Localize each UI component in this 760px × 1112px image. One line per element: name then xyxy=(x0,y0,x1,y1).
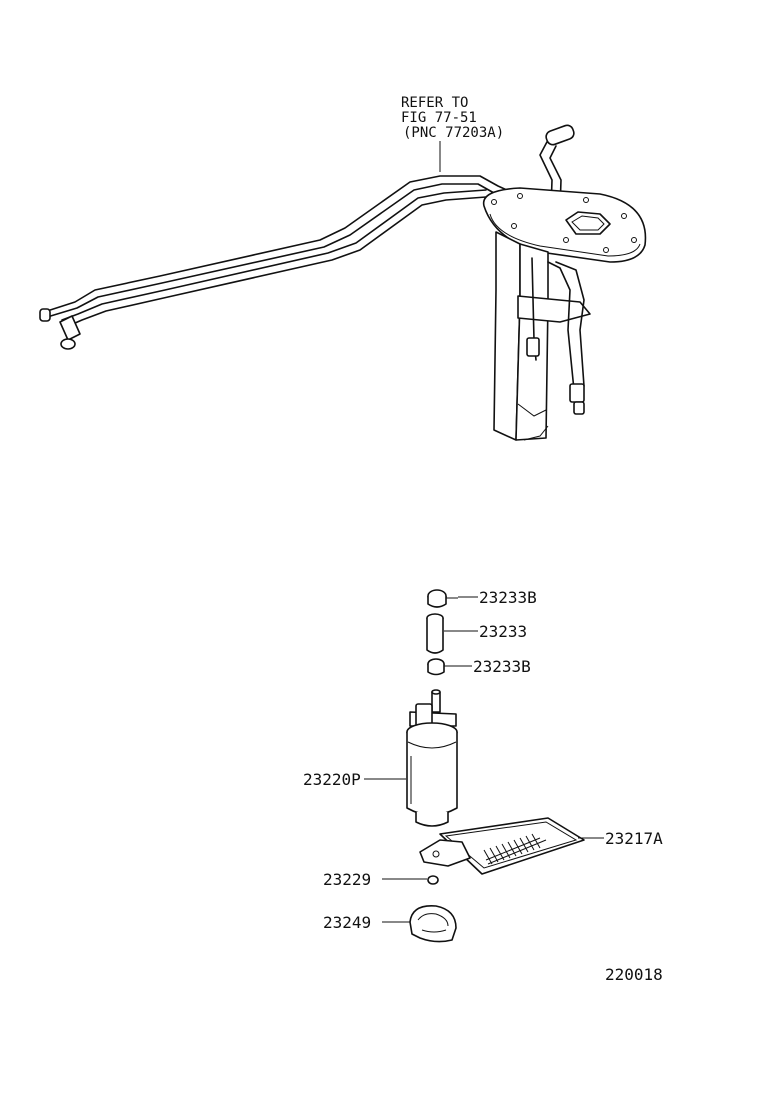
label-clip: 23229 xyxy=(323,870,371,889)
reference-note: REFER TO FIG 77-51 (PNC 77203A) xyxy=(401,95,504,172)
tube-end-cap xyxy=(39,308,51,322)
wire-connector-left xyxy=(526,337,540,357)
reference-note-line3: (PNC 77203A) xyxy=(403,125,504,141)
hose: 23233 xyxy=(426,613,527,654)
label-hose: 23233 xyxy=(479,622,527,641)
fuel-filter: 23217A xyxy=(419,817,663,875)
tube-end-nut xyxy=(60,338,76,350)
clamp-upper: 23233B xyxy=(427,588,537,608)
cushion: 23249 xyxy=(323,905,457,943)
filter-outlet-tab xyxy=(419,839,471,867)
fuel-sender-bracket-assembly xyxy=(482,187,647,441)
fuel-pump: 23220P xyxy=(303,689,458,827)
clamp-lower: 23233B xyxy=(427,657,531,676)
label-fuel-pump: 23220P xyxy=(303,770,361,789)
return-pipe-end xyxy=(545,124,575,146)
reference-note-line2: FIG 77-51 xyxy=(401,110,477,126)
cross-bracket xyxy=(517,295,591,323)
tube-end-fitting xyxy=(59,315,81,341)
label-clamp-lower: 23233B xyxy=(473,657,531,676)
label-filter: 23217A xyxy=(605,829,663,848)
label-cushion: 23249 xyxy=(323,913,371,932)
wire-connector-right xyxy=(569,383,585,403)
label-clamp-upper: 23233B xyxy=(479,588,537,607)
figure-number: 220018 xyxy=(605,965,663,984)
clip: 23229 xyxy=(323,870,439,889)
fuel-tube-assembly xyxy=(39,124,575,350)
reference-note-line1: REFER TO xyxy=(401,95,468,111)
